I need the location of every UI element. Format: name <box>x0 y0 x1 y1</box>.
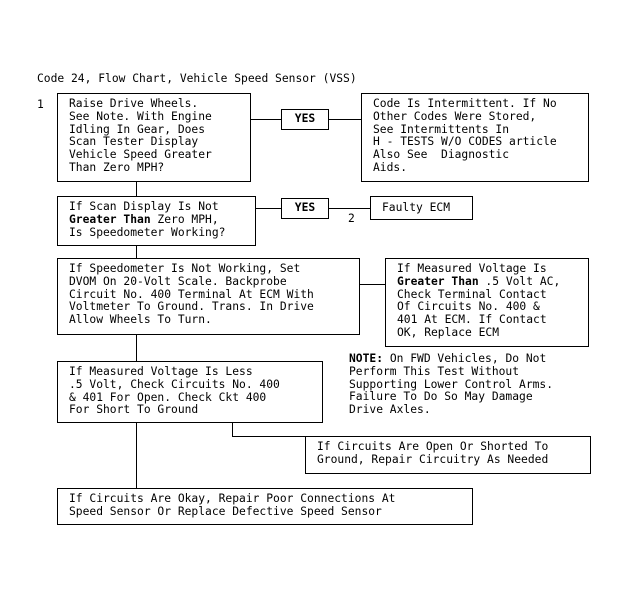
connector-step3-result3 <box>360 284 385 285</box>
step5-box: If Circuits Are Okay, Repair Poor Connec… <box>57 488 473 525</box>
result1-text: Code Is Intermittent. If No Other Codes … <box>373 97 557 174</box>
result2-box: Faulty ECM <box>370 196 473 220</box>
step1-text: Raise Drive Wheels. See Note. With Engin… <box>69 97 212 174</box>
step2-text: If Scan Display Is Not Greater Than Zero… <box>69 200 226 239</box>
step1-box: Raise Drive Wheels. See Note. With Engin… <box>57 93 251 182</box>
result3-box: If Measured Voltage Is Greater Than .5 V… <box>385 258 589 347</box>
step-marker-1: 1 <box>37 98 44 111</box>
connector-step4-result4-horizontal <box>232 436 305 437</box>
step3-text: If Speedometer Is Not Working, Set DVOM … <box>69 262 314 327</box>
result1-box: Code Is Intermittent. If No Other Codes … <box>361 93 589 182</box>
result4-box: If Circuits Are Open Or Shorted To Groun… <box>305 436 591 474</box>
step3-box: If Speedometer Is Not Working, Set DVOM … <box>57 258 360 335</box>
step5-text: If Circuits Are Okay, Repair Poor Connec… <box>69 492 396 518</box>
result4-text: If Circuits Are Open Or Shorted To Groun… <box>317 440 549 466</box>
connector-main-vertical <box>136 182 137 488</box>
yes-label-2: YES <box>281 198 329 219</box>
step-marker-2: 2 <box>348 212 355 225</box>
step4-box: If Measured Voltage Is Less .5 Volt, Che… <box>57 361 323 423</box>
yes-label-1: YES <box>281 109 329 130</box>
connector-step4-result4 <box>232 423 233 436</box>
step4-text: If Measured Voltage Is Less .5 Volt, Che… <box>69 365 280 417</box>
step2-box: If Scan Display Is Not Greater Than Zero… <box>57 196 256 246</box>
result2-text: Faulty ECM <box>382 201 451 214</box>
chart-title: Code 24, Flow Chart, Vehicle Speed Senso… <box>37 72 357 85</box>
result3-text: If Measured Voltage Is Greater Than .5 V… <box>397 262 561 339</box>
note-text: NOTE: On FWD Vehicles, Do Not Perform Th… <box>349 352 554 417</box>
